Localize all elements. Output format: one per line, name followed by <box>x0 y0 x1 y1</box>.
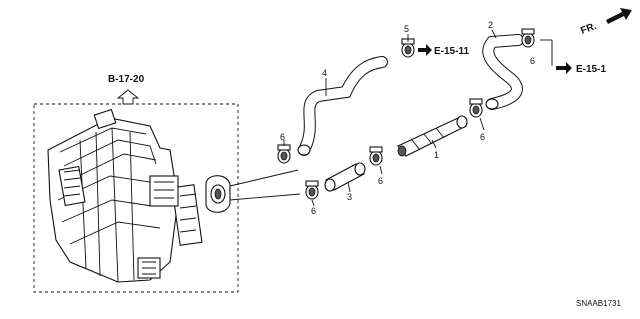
callout-5: 5 <box>404 24 409 34</box>
clamp-6-upper-right[interactable] <box>521 28 535 48</box>
arrow-e-15-11-icon <box>418 44 432 56</box>
clamp-6-upper-left[interactable] <box>277 144 291 164</box>
hose-3[interactable] <box>324 162 366 192</box>
clamp-6-lower-left[interactable] <box>305 180 319 200</box>
leader-2 <box>491 29 497 39</box>
leader-6-center <box>379 165 383 175</box>
callout-3: 3 <box>347 192 352 202</box>
callout-6-lower-left: 6 <box>311 206 316 216</box>
arrow-e-15-1-icon <box>556 62 572 74</box>
fr-label: FR. <box>579 21 598 37</box>
leader-3 <box>347 181 351 193</box>
leader-upper <box>229 169 299 187</box>
up-arrow-icon <box>116 89 140 105</box>
hose-2 <box>483 35 523 109</box>
diagram-code: SNAAB1731 <box>576 299 621 308</box>
pipe-1[interactable] <box>397 115 468 157</box>
front-arrow-icon <box>606 8 632 24</box>
clamp-6-center[interactable] <box>369 146 383 166</box>
leader-lower <box>229 193 301 201</box>
callout-2: 2 <box>488 20 493 30</box>
ref-b-17-20[interactable]: B-17-20 <box>108 74 145 85</box>
heater-unit <box>47 108 203 283</box>
hose-4-outline[interactable] <box>298 56 388 156</box>
leader-6-right <box>479 117 485 131</box>
callout-6-right: 6 <box>480 132 485 142</box>
hose-4 <box>299 57 387 155</box>
callout-4: 4 <box>322 68 327 78</box>
ref-e-15-11[interactable]: E-15-11 <box>434 46 469 57</box>
callout-6-center: 6 <box>378 176 383 186</box>
callout-1: 1 <box>434 150 439 160</box>
ref-e-15-1[interactable]: E-15-1 <box>576 64 606 75</box>
callout-6-upper-left: 6 <box>280 132 285 142</box>
heater-unit-box <box>33 103 239 293</box>
hose-4-end <box>297 144 311 156</box>
leader-6-lower-left <box>311 199 315 207</box>
callout-6-upper-right: 6 <box>530 56 535 66</box>
grommet-pipe-end <box>214 188 222 200</box>
hose-2-end <box>485 98 499 110</box>
leader-1 <box>431 139 437 149</box>
clamp-6-right[interactable] <box>469 98 483 118</box>
